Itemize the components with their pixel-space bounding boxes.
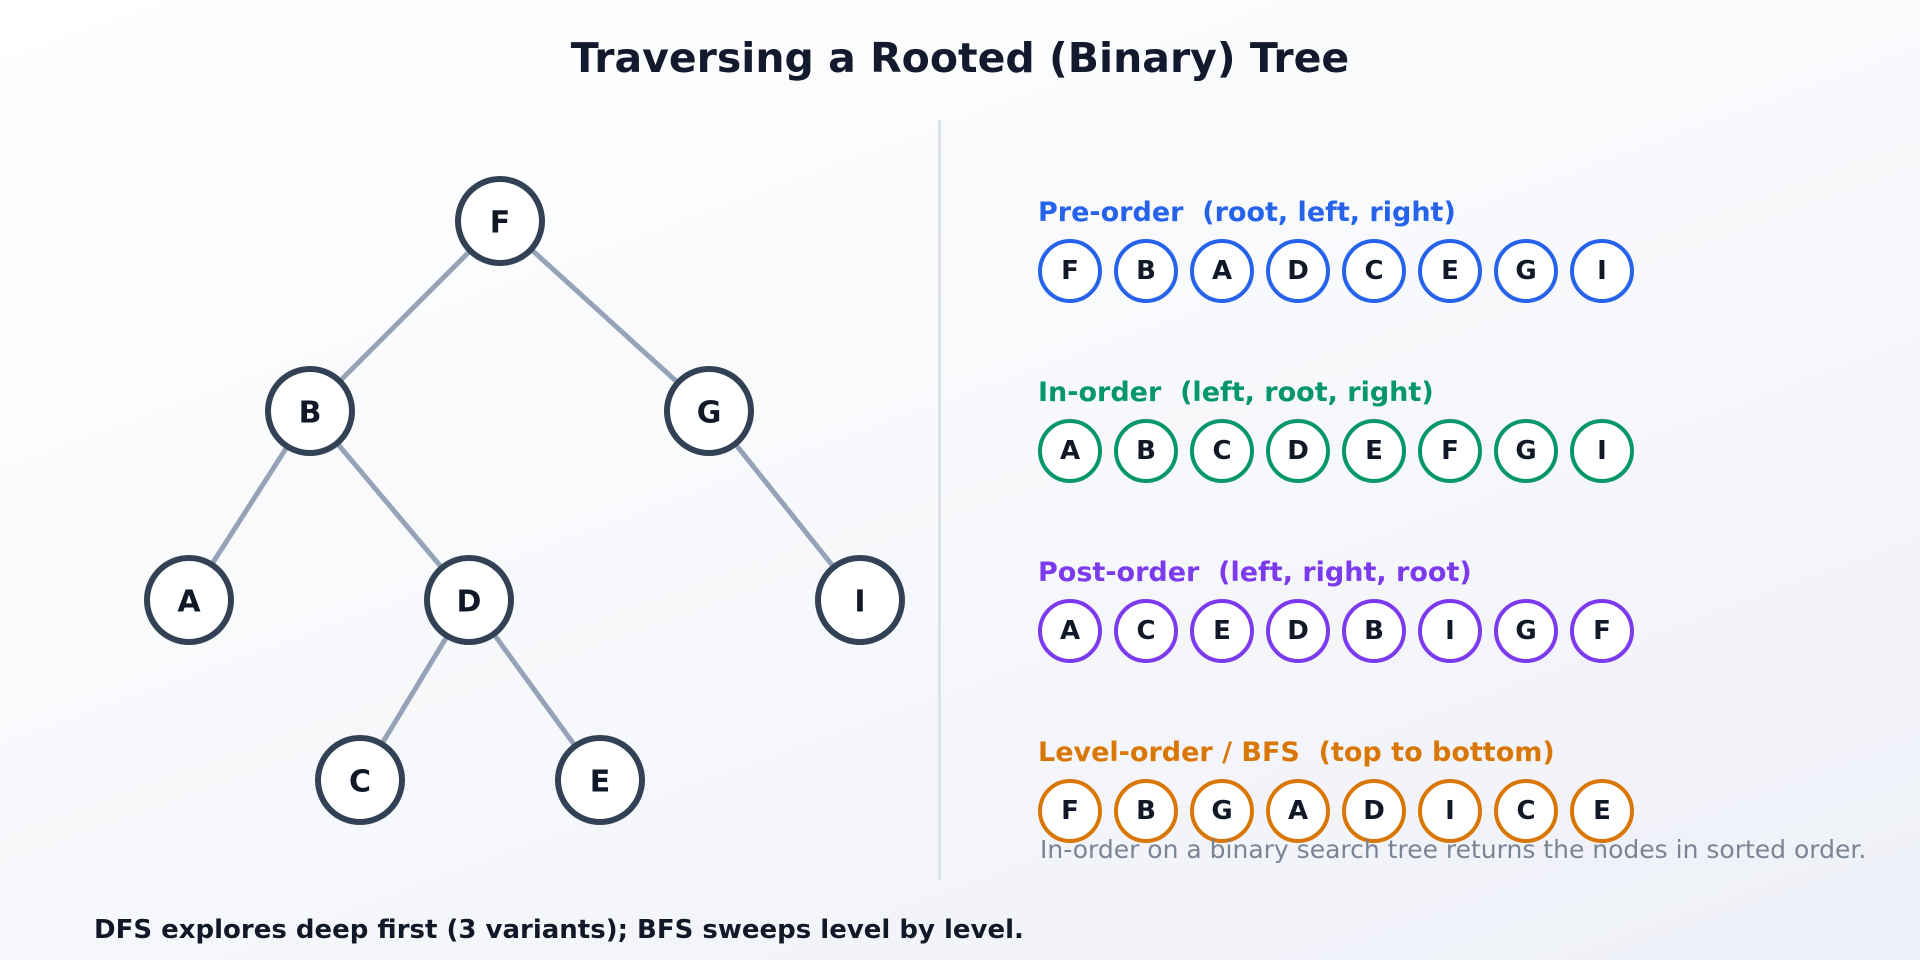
sequence-node: D	[1266, 419, 1330, 483]
tree-node-G: G	[664, 366, 754, 456]
sequence-node: A	[1190, 239, 1254, 303]
tree-node-circle	[555, 735, 645, 825]
sequence-node: E	[1190, 599, 1254, 663]
sequence-node: I	[1570, 419, 1634, 483]
tree-node-label: D	[457, 585, 482, 620]
bst-note: In-order on a binary search tree returns…	[1040, 835, 1867, 864]
sequence-node: I	[1570, 239, 1634, 303]
tree-node-label: A	[177, 585, 201, 620]
page-title: Traversing a Rooted (Binary) Tree	[570, 34, 1350, 82]
tree-edge-D-C	[379, 633, 450, 747]
sequence-node: G	[1494, 599, 1558, 663]
panel-divider	[938, 120, 941, 880]
binary-tree-diagram: F B G A D I C E	[144, 176, 905, 825]
sequence-node: B	[1114, 779, 1178, 843]
traversal-label: Pre-order (root, left, right)	[1038, 197, 1456, 228]
sequence-node: A	[1038, 419, 1102, 483]
sequence-node: C	[1342, 239, 1406, 303]
sequence-node: C	[1190, 419, 1254, 483]
tree-node-circle	[455, 176, 545, 266]
sequence-node: F	[1038, 779, 1102, 843]
sequence-node: C	[1114, 599, 1178, 663]
tree-node-circle	[664, 366, 754, 456]
sequence-node: E	[1342, 419, 1406, 483]
tree-node-circle	[315, 735, 405, 825]
tree-node-circle	[815, 555, 905, 645]
sequence-node: D	[1266, 599, 1330, 663]
tree-node-circle	[424, 555, 514, 645]
tree-node-C: C	[315, 735, 405, 825]
sequence-node: A	[1266, 779, 1330, 843]
sequence-node: I	[1418, 599, 1482, 663]
sequence-node: B	[1114, 419, 1178, 483]
sequence-node: C	[1494, 779, 1558, 843]
sequence-node: F	[1038, 239, 1102, 303]
sequence-node: F	[1418, 419, 1482, 483]
tree-node-circle	[144, 555, 234, 645]
sequence-node: F	[1570, 599, 1634, 663]
sequence-node: A	[1038, 599, 1102, 663]
tree-edge-F-B	[337, 248, 473, 384]
tree-node-label: E	[590, 765, 611, 800]
sequence-node: I	[1418, 779, 1482, 843]
traversal-label: In-order (left, root, right)	[1038, 377, 1434, 408]
tree-node-B: B	[265, 366, 355, 456]
tree-node-F: F	[455, 176, 545, 266]
footer-caption: DFS explores deep first (3 variants); BF…	[94, 915, 1024, 945]
tree-node-I: I	[815, 555, 905, 645]
sequence-node: E	[1570, 779, 1634, 843]
sequence-node: G	[1494, 239, 1558, 303]
tree-node-label: C	[349, 765, 371, 800]
sequence-node: G	[1190, 779, 1254, 843]
sequence-node: E	[1418, 239, 1482, 303]
tree-node-label: F	[490, 206, 511, 241]
tree-node-circle	[265, 366, 355, 456]
sequence-node: B	[1342, 599, 1406, 663]
tree-node-D: D	[424, 555, 514, 645]
tree-node-label: B	[299, 396, 322, 431]
sequence-node: D	[1342, 779, 1406, 843]
sequence-node: B	[1114, 239, 1178, 303]
tree-node-label: G	[697, 396, 722, 431]
traversal-label: Post-order (left, right, root)	[1038, 557, 1472, 588]
sequence-node: D	[1266, 239, 1330, 303]
tree-edge-F-G	[528, 246, 681, 386]
tree-node-E: E	[555, 735, 645, 825]
tree-edge-G-I	[732, 441, 837, 570]
tree-node-label: I	[854, 585, 865, 620]
tree-edge-B-A	[209, 443, 290, 568]
tree-node-A: A	[144, 555, 234, 645]
tree-edge-B-D	[334, 440, 445, 571]
traversal-label: Level-order / BFS (top to bottom)	[1038, 737, 1555, 768]
tree-edge-D-E	[491, 631, 578, 749]
sequence-node: G	[1494, 419, 1558, 483]
